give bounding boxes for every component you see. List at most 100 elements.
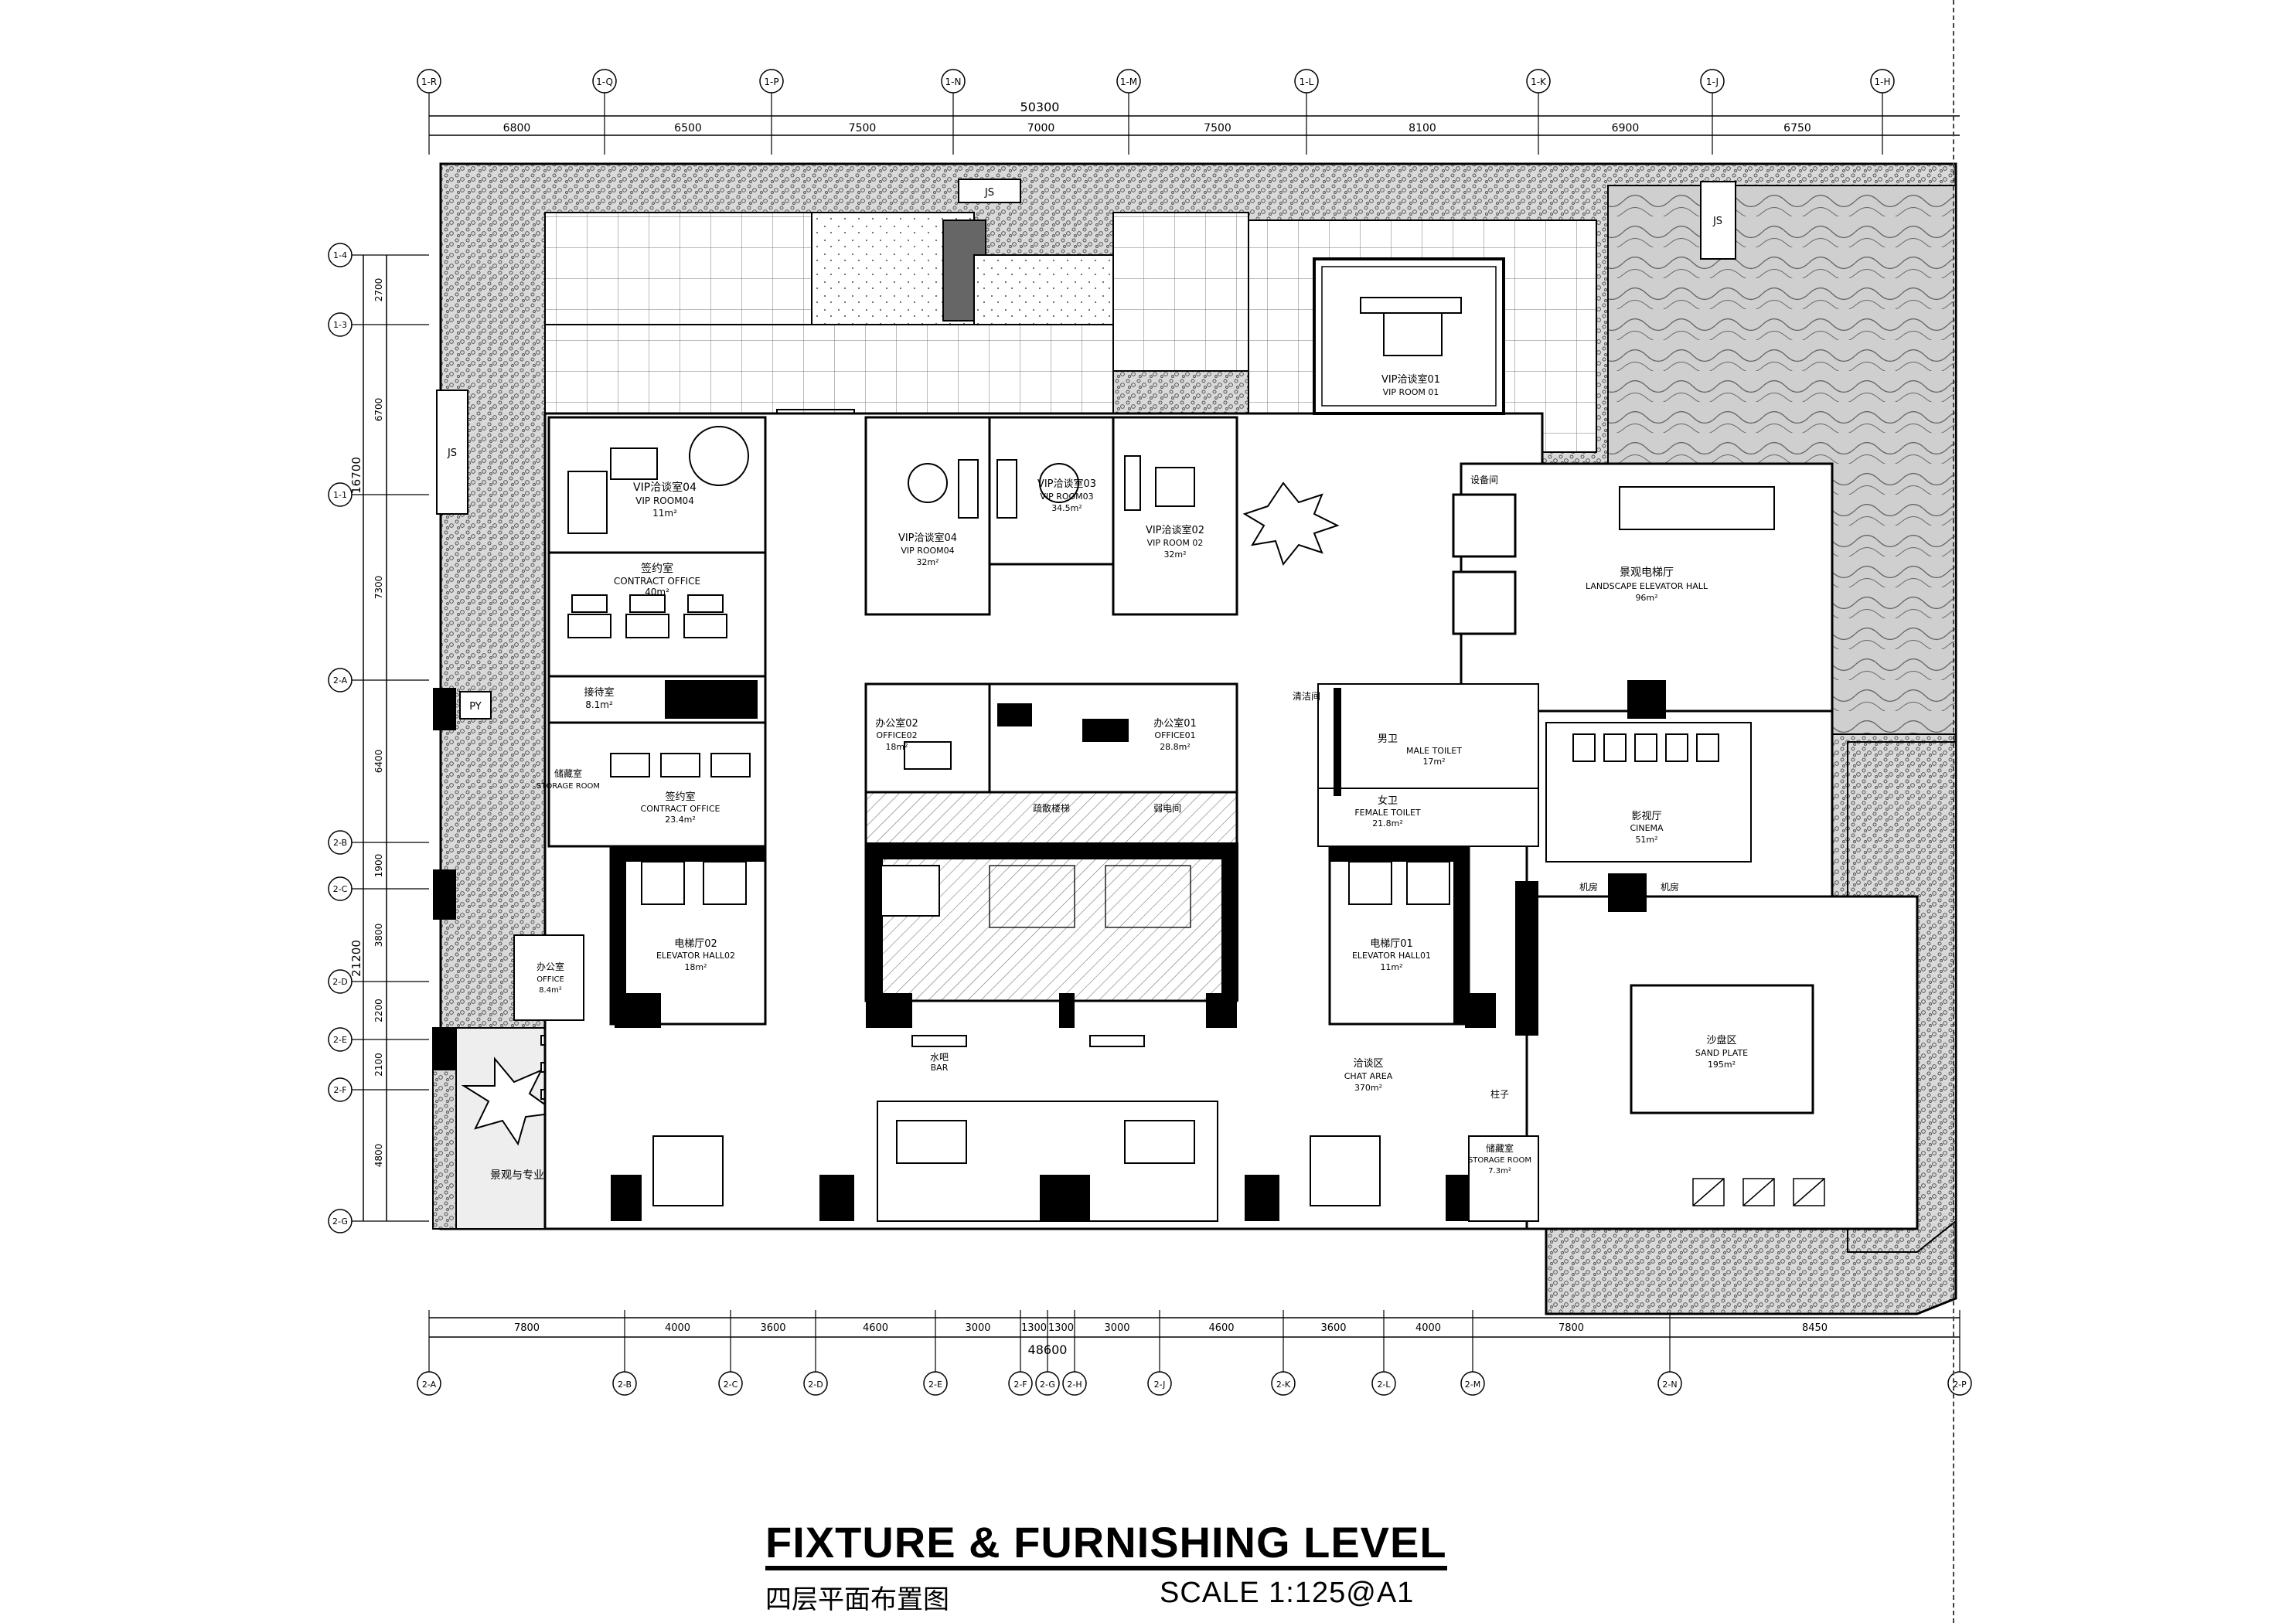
grid-bubble — [1700, 69, 1725, 94]
grid-label: 2-B — [333, 838, 347, 848]
svg-text:VIP洽谈室01: VIP洽谈室01 — [1381, 373, 1440, 386]
grid-bubble — [923, 1371, 948, 1396]
grid-label: 2-J — [1154, 1380, 1166, 1390]
central-core: 疏散楼梯 弱电间 — [864, 791, 1238, 1002]
grid-label: 2-C — [724, 1380, 738, 1390]
svg-text:OFFICE01: OFFICE01 — [1154, 730, 1195, 740]
span-dimension: 1900 — [373, 854, 384, 878]
grid-label: 1-M — [1120, 77, 1137, 87]
span-dimension: 4600 — [1208, 1322, 1234, 1334]
svg-text:弱电间: 弱电间 — [1153, 803, 1181, 814]
svg-text:JS: JS — [1712, 216, 1722, 227]
svg-text:18m²: 18m² — [684, 962, 707, 972]
svg-text:男卫: 男卫 — [1378, 733, 1398, 745]
room-vip01: VIP洽谈室01 VIP ROOM 01 — [1313, 257, 1505, 415]
span-dimension: 3800 — [373, 924, 384, 948]
grid-bubble — [1062, 1371, 1087, 1396]
drawing-title: FIXTURE & FURNISHING LEVEL — [765, 1521, 1447, 1570]
svg-text:电梯厅01: 电梯厅01 — [1370, 938, 1413, 950]
grid-bubble — [1294, 69, 1319, 94]
grid-label: 2-D — [332, 977, 347, 987]
svg-text:18m²: 18m² — [885, 742, 908, 752]
svg-text:7.3m²: 7.3m² — [1488, 1167, 1511, 1176]
room-toilets: 清洁间 男卫 MALE TOILET 17m² 女卫 FEMALE TOILET… — [1293, 683, 1539, 847]
bottom-dimension-line — [429, 1317, 1960, 1338]
span-dimension: 6900 — [1612, 122, 1640, 134]
svg-text:17m²: 17m² — [1422, 757, 1445, 767]
grid-label: 1-P — [764, 77, 778, 87]
svg-text:STORAGE ROOM: STORAGE ROOM — [537, 782, 600, 791]
svg-text:景观电梯厅: 景观电梯厅 — [1620, 567, 1674, 579]
grid-label: 2-C — [333, 884, 348, 894]
room-cinema: 影视厅 CINEMA 51m² 机房 机房 — [1545, 722, 1752, 912]
svg-text:机房: 机房 — [1579, 881, 1598, 893]
span-dimension: 6400 — [373, 750, 384, 774]
sheet-frame-line — [1953, 0, 1954, 1623]
room-reception: 接待室 8.1m² — [547, 675, 767, 724]
span-dimension: 3600 — [760, 1322, 785, 1334]
svg-text:96m²: 96m² — [1635, 593, 1657, 603]
svg-text:VIP洽谈室04: VIP洽谈室04 — [898, 532, 957, 544]
grid-bubble — [328, 1027, 353, 1052]
svg-text:11m²: 11m² — [652, 508, 677, 519]
grid-bubble — [1035, 1371, 1060, 1396]
svg-text:储藏室: 储藏室 — [554, 767, 582, 779]
svg-text:柱子: 柱子 — [1490, 1088, 1509, 1100]
grid-bubble — [941, 69, 966, 94]
grid-bubble — [328, 830, 353, 855]
bottom-grid-bubbles: 2-A78002-B40002-C36002-D46002-E30002-F13… — [417, 1310, 1972, 1396]
grid-label: 2-G — [332, 1216, 348, 1227]
svg-text:ELEVATOR HALL02: ELEVATOR HALL02 — [656, 951, 735, 961]
svg-text:11m²: 11m² — [1380, 962, 1402, 972]
svg-text:SAND PLATE: SAND PLATE — [1695, 1048, 1748, 1058]
left-grid-bubbles: 1-427001-367001-173002-A64002-B19002-C38… — [328, 243, 429, 1233]
svg-text:疏散楼梯: 疏散楼梯 — [1033, 802, 1070, 814]
grid-bubble — [328, 312, 353, 337]
grid-bubble — [1147, 1371, 1172, 1396]
svg-text:VIP洽谈室03: VIP洽谈室03 — [1037, 478, 1096, 490]
title-block: FIXTURE & FURNISHING LEVEL 四层平面布置图 — [765, 1521, 1461, 1616]
grid-label: 1-L — [1300, 77, 1314, 87]
span-dimension: 8450 — [1802, 1322, 1828, 1334]
grid-label: 2-H — [1067, 1380, 1082, 1390]
svg-text:FEMALE TOILET: FEMALE TOILET — [1354, 808, 1421, 818]
svg-text:370m²: 370m² — [1354, 1083, 1382, 1093]
svg-text:签约室: 签约室 — [665, 791, 695, 803]
span-dimension: 1300 — [1021, 1322, 1047, 1334]
room-office02: 办公室02 OFFICE02 18m² — [864, 682, 991, 794]
svg-text:195m²: 195m² — [1708, 1060, 1736, 1070]
grid-label: 1-3 — [333, 320, 347, 330]
span-dimension: 2200 — [373, 999, 384, 1022]
span-dimension: 8100 — [1409, 122, 1436, 134]
room-vip04: VIP洽谈室04 VIP ROOM04 11m² — [547, 416, 767, 554]
svg-text:办公室02: 办公室02 — [875, 717, 918, 730]
svg-text:VIP ROOM 02: VIP ROOM 02 — [1147, 538, 1204, 548]
grid-label: 1-R — [421, 77, 437, 87]
left-dimension-line — [363, 255, 387, 1221]
span-dimension: 7800 — [514, 1322, 540, 1334]
left-overall-upper: 16700 — [349, 457, 363, 494]
grid-bubble — [612, 1371, 637, 1396]
grid-bubble — [1460, 1371, 1485, 1396]
svg-text:8.1m²: 8.1m² — [585, 699, 613, 710]
svg-text:CHAT AREA: CHAT AREA — [1344, 1071, 1393, 1081]
svg-text:ELEVATOR HALL01: ELEVATOR HALL01 — [1352, 951, 1431, 961]
svg-text:40m²: 40m² — [645, 587, 669, 597]
svg-text:BAR: BAR — [931, 1063, 949, 1073]
svg-text:办公室: 办公室 — [537, 961, 564, 972]
span-dimension: 1300 — [1048, 1322, 1074, 1334]
svg-text:CINEMA: CINEMA — [1630, 823, 1664, 833]
svg-text:VIP ROOM04: VIP ROOM04 — [635, 495, 694, 506]
span-dimension: 2700 — [373, 278, 384, 302]
span-dimension: 7500 — [849, 122, 877, 134]
svg-text:办公室01: 办公室01 — [1153, 717, 1197, 730]
left-overall-lower: 21200 — [349, 940, 363, 977]
top-overall-dimension: 50300 — [1020, 100, 1060, 114]
shaft-markers: JS JS JS PY — [436, 179, 1736, 720]
svg-text:储藏室: 储藏室 — [1486, 1142, 1514, 1154]
grid-bubble — [1371, 1371, 1396, 1396]
span-dimension: 6700 — [373, 398, 384, 422]
svg-text:清洁间: 清洁间 — [1293, 691, 1320, 702]
room-elevator-hall-01: 电梯厅01 ELEVATOR HALL01 11m² — [1328, 845, 1470, 1026]
grid-bubble — [328, 876, 353, 901]
